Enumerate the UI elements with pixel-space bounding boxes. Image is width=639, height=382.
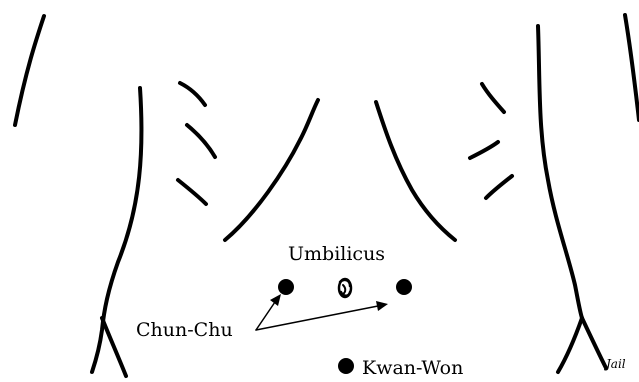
right-rib-3 — [486, 176, 512, 198]
right-rib-2 — [470, 142, 498, 158]
right-hip-fold — [582, 318, 606, 368]
left-rib-3 — [178, 180, 206, 204]
chun-chu-right-point — [396, 279, 412, 295]
costal-arch-left — [225, 100, 318, 240]
kwan-won-label: Kwan-Won — [362, 357, 463, 379]
left-rib-2 — [187, 125, 215, 157]
costal-arch-right — [376, 102, 455, 240]
left-shoulder-line — [15, 16, 44, 125]
right-shoulder-line — [625, 15, 639, 120]
chun-chu-arrow-left — [256, 294, 281, 330]
right-hip-lower — [558, 318, 582, 372]
chun-chu-label: Chun-Chu — [136, 319, 233, 341]
artist-signature: Jail — [603, 357, 626, 371]
umbilicus-icon — [339, 279, 351, 297]
right-body-contour — [538, 26, 582, 318]
chun-chu-left-point — [278, 279, 294, 295]
chun-chu-arrow-right — [256, 301, 388, 330]
left-body-contour — [92, 88, 141, 372]
left-rib-1 — [180, 83, 205, 105]
left-hip-fold — [102, 318, 126, 376]
umbilicus-label: Umbilicus — [288, 243, 385, 265]
kwan-won-point — [338, 358, 354, 374]
right-rib-1 — [482, 84, 504, 112]
